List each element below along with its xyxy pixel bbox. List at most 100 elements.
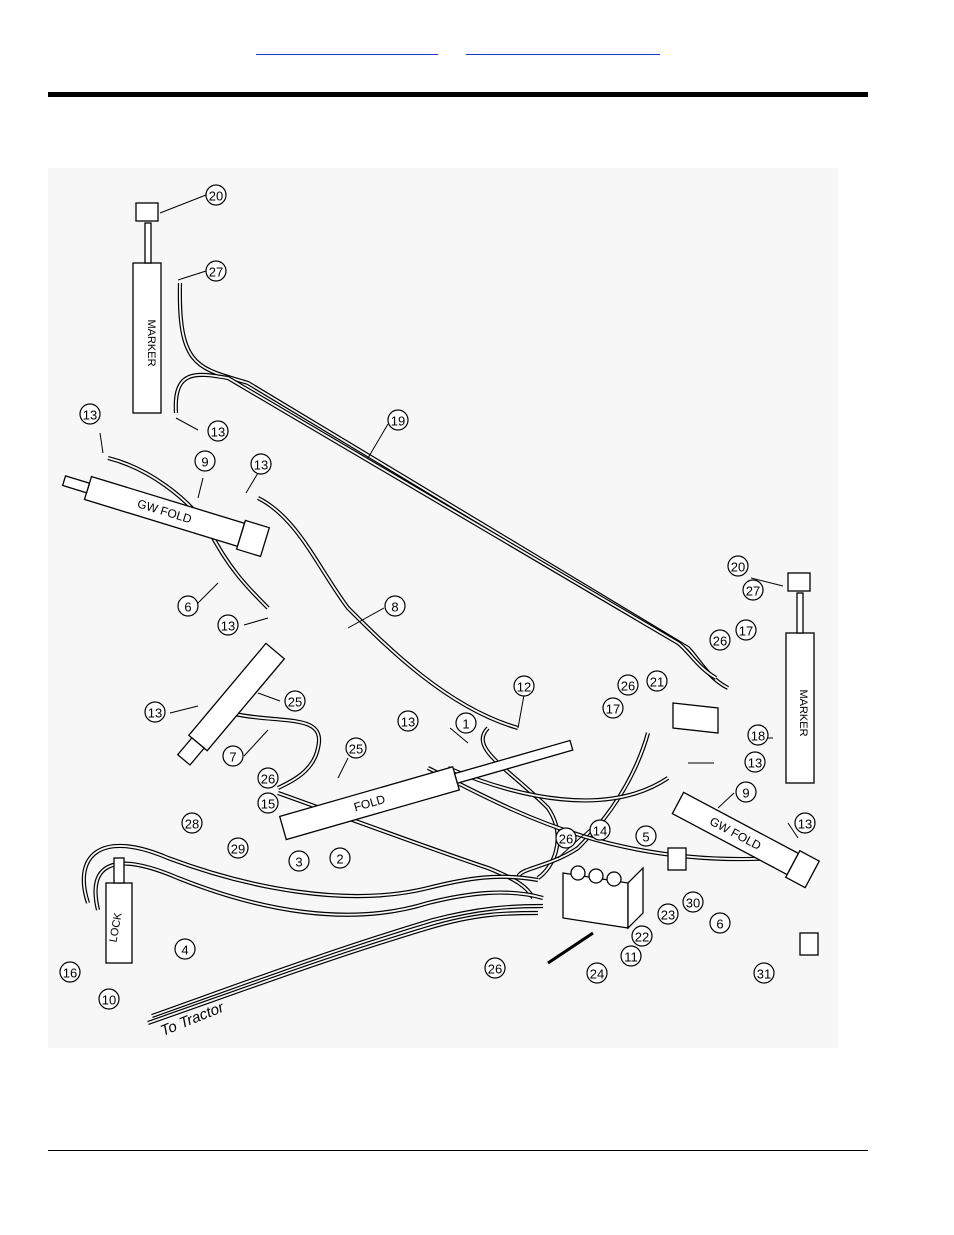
callout-balloon: 8 [385,596,405,616]
callout-number: 13 [748,756,762,771]
callout-number: 21 [650,675,664,690]
callout-balloon: 29 [228,838,248,858]
callout-balloon: 26 [618,675,638,695]
gw-fold-cylinder-left: GW FOLD [60,466,270,556]
callout-number: 13 [211,425,225,440]
callout-balloon: 7 [223,746,243,766]
callout-balloon: 13 [398,711,418,731]
callout-number: 20 [731,560,745,575]
callout-balloon: 11 [621,946,641,966]
marker-right-label: MARKER [797,689,809,736]
callout-balloon: 6 [178,596,198,616]
callout-number: 13 [401,715,415,730]
callout-number: 30 [686,896,700,911]
callout-balloon: 18 [748,725,768,745]
callout-number: 13 [798,817,812,832]
callout-number: 26 [261,772,275,787]
callout-balloon: 27 [206,261,226,281]
callout-balloon: 15 [258,793,278,813]
callout-number: 1 [462,717,469,732]
callout-balloon: 9 [736,782,756,802]
callout-balloon: 21 [647,671,667,691]
callout-balloon: 17 [736,620,756,640]
callout-number: 13 [83,408,97,423]
callout-balloon: 2 [330,848,350,868]
callout-balloon: 9 [195,451,215,471]
callout-number: 22 [635,930,649,945]
bracket-31 [800,933,818,955]
nav-link-2[interactable] [466,38,660,55]
callout-number: 26 [559,832,573,847]
marker-left-label: MARKER [145,319,157,366]
callout-balloon: 14 [590,820,610,840]
callout-number: 10 [102,993,116,1008]
callout-number: 19 [391,414,405,429]
callout-balloon: 13 [80,404,100,424]
nav-link-1[interactable] [256,38,438,55]
callout-balloon: 28 [182,813,202,833]
callout-number: 4 [181,943,188,958]
callout-balloon: 17 [603,698,623,718]
to-tractor-label: To Tractor [158,999,227,1040]
callout-balloon: 5 [636,826,656,846]
callout-number: 20 [209,189,223,204]
callout-balloon: 26 [258,768,278,788]
callout-balloon: 25 [346,738,366,758]
callout-balloon: 31 [754,963,774,983]
callout-balloon: 24 [587,963,607,983]
callout-number: 28 [185,817,199,832]
callout-number: 29 [231,842,245,857]
callout-number: 2 [336,852,343,867]
bracket-30 [668,848,686,870]
callout-balloon: 13 [745,752,765,772]
callout-balloon: 13 [218,615,238,635]
callout-balloon: 16 [60,962,80,982]
callout-number: 13 [221,619,235,634]
marker-cylinder-left: MARKER [133,203,161,413]
callout-number: 7 [229,750,236,765]
marker-cylinder-right: MARKER [786,573,814,783]
callout-number: 9 [742,786,749,801]
callout-balloon: 27 [743,580,763,600]
fold-cylinder-center: FOLD [280,734,575,840]
callout-balloon: 13 [145,702,165,722]
callout-balloon: 26 [485,958,505,978]
callout-number: 8 [391,600,398,615]
diagram-svg: MARKER MARKER GW FOLD FOLD [48,168,838,1048]
callout-number: 26 [713,634,727,649]
callout-balloon: 12 [514,676,534,696]
callout-balloon: 20 [206,185,226,205]
callout-balloon: 25 [285,691,305,711]
callout-number: 14 [593,824,607,839]
callout-number: 27 [209,265,223,280]
manifold-block [673,703,718,733]
callout-number: 17 [606,702,620,717]
callout-number: 16 [63,966,77,981]
header-rule [48,92,868,97]
callout-number: 18 [751,729,765,744]
callout-number: 25 [288,695,302,710]
callout-balloon: 20 [728,556,748,576]
callout-number: 6 [716,917,723,932]
callout-number: 26 [621,679,635,694]
footer-rule [48,1150,868,1151]
callout-number: 6 [184,600,191,615]
callout-balloon: 22 [632,926,652,946]
callout-balloon: 4 [175,939,195,959]
callout-number: 9 [201,455,208,470]
callout-number: 12 [517,680,531,695]
gw-fold-cylinder-right: GW FOLD [671,790,819,888]
hydraulic-parts-diagram: MARKER MARKER GW FOLD FOLD [48,168,838,1048]
callout-balloon: 13 [251,454,271,474]
bolt-24 [548,933,593,963]
callout-number: 26 [488,962,502,977]
callout-number: 31 [757,967,771,982]
callout-balloon: 6 [710,913,730,933]
callout-number: 15 [261,797,275,812]
callout-balloon: 26 [556,828,576,848]
callout-balloon: 19 [388,410,408,430]
callout-number: 11 [624,950,638,965]
callout-balloon: 3 [289,851,309,871]
callout-balloon: 30 [683,892,703,912]
valve-block [563,866,643,928]
